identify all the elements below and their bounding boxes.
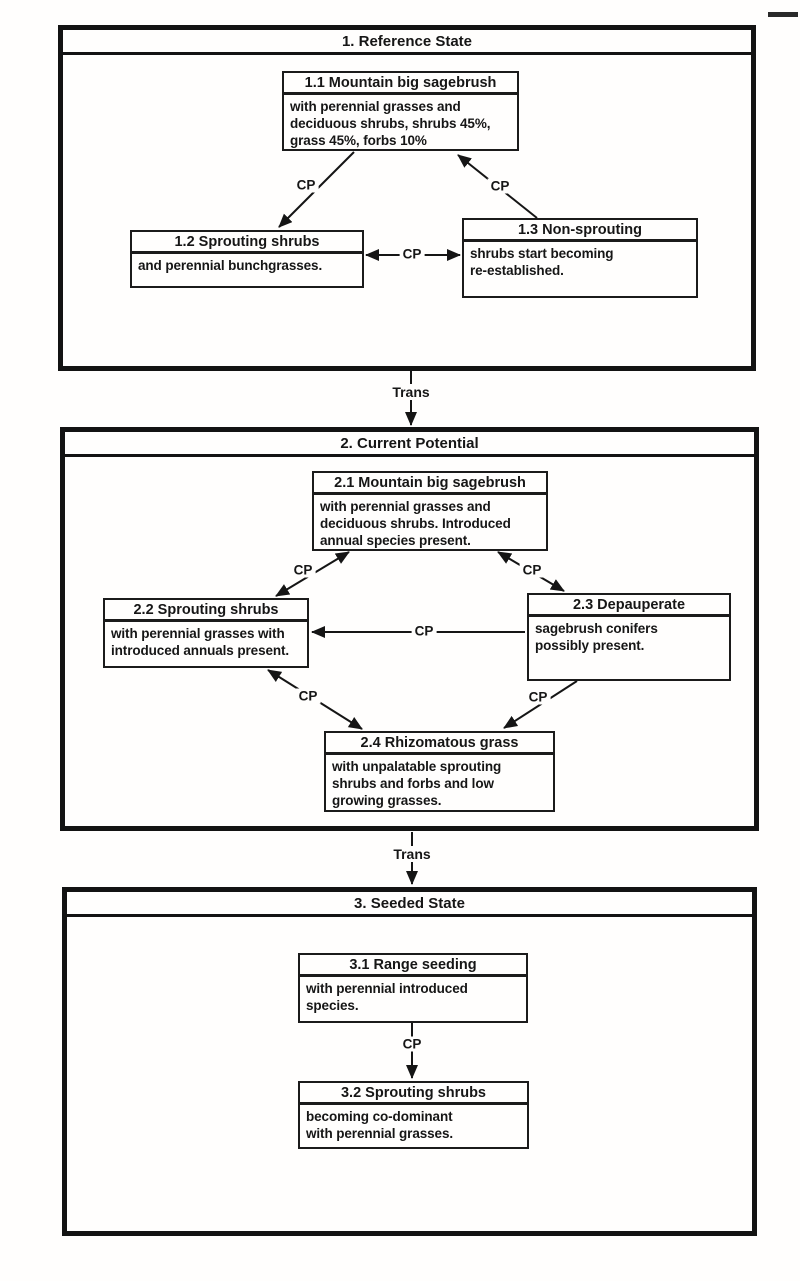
state-1-title: 1. Reference State: [63, 30, 751, 55]
node-2-3-body: sagebrush conifers possibly present.: [535, 621, 658, 653]
node-2-3: 2.3 Depauperate sagebrush conifers possi…: [527, 593, 731, 681]
node-3-1-title: 3.1 Range seeding: [300, 955, 526, 977]
node-2-3-title: 2.3 Depauperate: [529, 595, 729, 617]
cp-label-3-1-to-3-2: CP: [399, 1036, 425, 1052]
node-1-2-title: 1.2 Sprouting shrubs: [132, 232, 362, 254]
trans-label-2-3: Trans: [390, 846, 434, 862]
node-1-2-body: and perennial bunchgrasses.: [138, 258, 323, 273]
cp-label-2-1-2-3: CP: [519, 562, 545, 578]
state-section-3: 3. Seeded State: [62, 887, 757, 1236]
node-2-4-body: with unpalatable sprouting shrubs and fo…: [332, 759, 502, 808]
state-3-title: 3. Seeded State: [67, 892, 752, 917]
node-2-2-title: 2.2 Sprouting shrubs: [105, 600, 307, 622]
node-2-1-title: 2.1 Mountain big sagebrush: [314, 473, 546, 495]
cp-label-1-1-to-1-2: CP: [293, 177, 319, 193]
node-2-1: 2.1 Mountain big sagebrush with perennia…: [312, 471, 548, 551]
node-2-4-title: 2.4 Rhizomatous grass: [326, 733, 553, 755]
cp-label-1-3-to-1-1: CP: [487, 178, 513, 194]
node-3-2: 3.2 Sprouting shrubs becoming co-dominan…: [298, 1081, 529, 1149]
node-1-3-title: 1.3 Non-sprouting: [464, 220, 696, 242]
node-1-2: 1.2 Sprouting shrubs and perennial bunch…: [130, 230, 364, 288]
node-1-1-title: 1.1 Mountain big sagebrush: [284, 73, 517, 95]
cp-label-2-1-2-2: CP: [290, 562, 316, 578]
node-1-3: 1.3 Non-sprouting shrubs start becoming …: [462, 218, 698, 298]
scan-artifact: [768, 12, 798, 17]
cp-label-2-3-to-2-2: CP: [411, 623, 437, 639]
node-1-1-body: with perennial grasses and deciduous shr…: [290, 99, 491, 148]
node-2-1-body: with perennial grasses and deciduous shr…: [320, 499, 511, 548]
node-2-4: 2.4 Rhizomatous grass with unpalatable s…: [324, 731, 555, 812]
cp-label-1-2-1-3: CP: [399, 246, 425, 262]
cp-label-2-2-2-4: CP: [295, 688, 321, 704]
node-2-2: 2.2 Sprouting shrubs with perennial gras…: [103, 598, 309, 668]
node-1-3-body: shrubs start becoming re-established.: [470, 246, 614, 278]
node-3-2-title: 3.2 Sprouting shrubs: [300, 1083, 527, 1105]
node-3-1-body: with perennial introduced species.: [306, 981, 468, 1013]
cp-label-2-3-to-2-4: CP: [525, 689, 551, 705]
node-3-1: 3.1 Range seeding with perennial introdu…: [298, 953, 528, 1023]
node-2-2-body: with perennial grasses with introduced a…: [111, 626, 290, 658]
trans-label-1-2: Trans: [389, 384, 433, 400]
state-2-title: 2. Current Potential: [65, 432, 754, 457]
node-1-1: 1.1 Mountain big sagebrush with perennia…: [282, 71, 519, 151]
node-3-2-body: becoming co-dominant with perennial gras…: [306, 1109, 454, 1141]
